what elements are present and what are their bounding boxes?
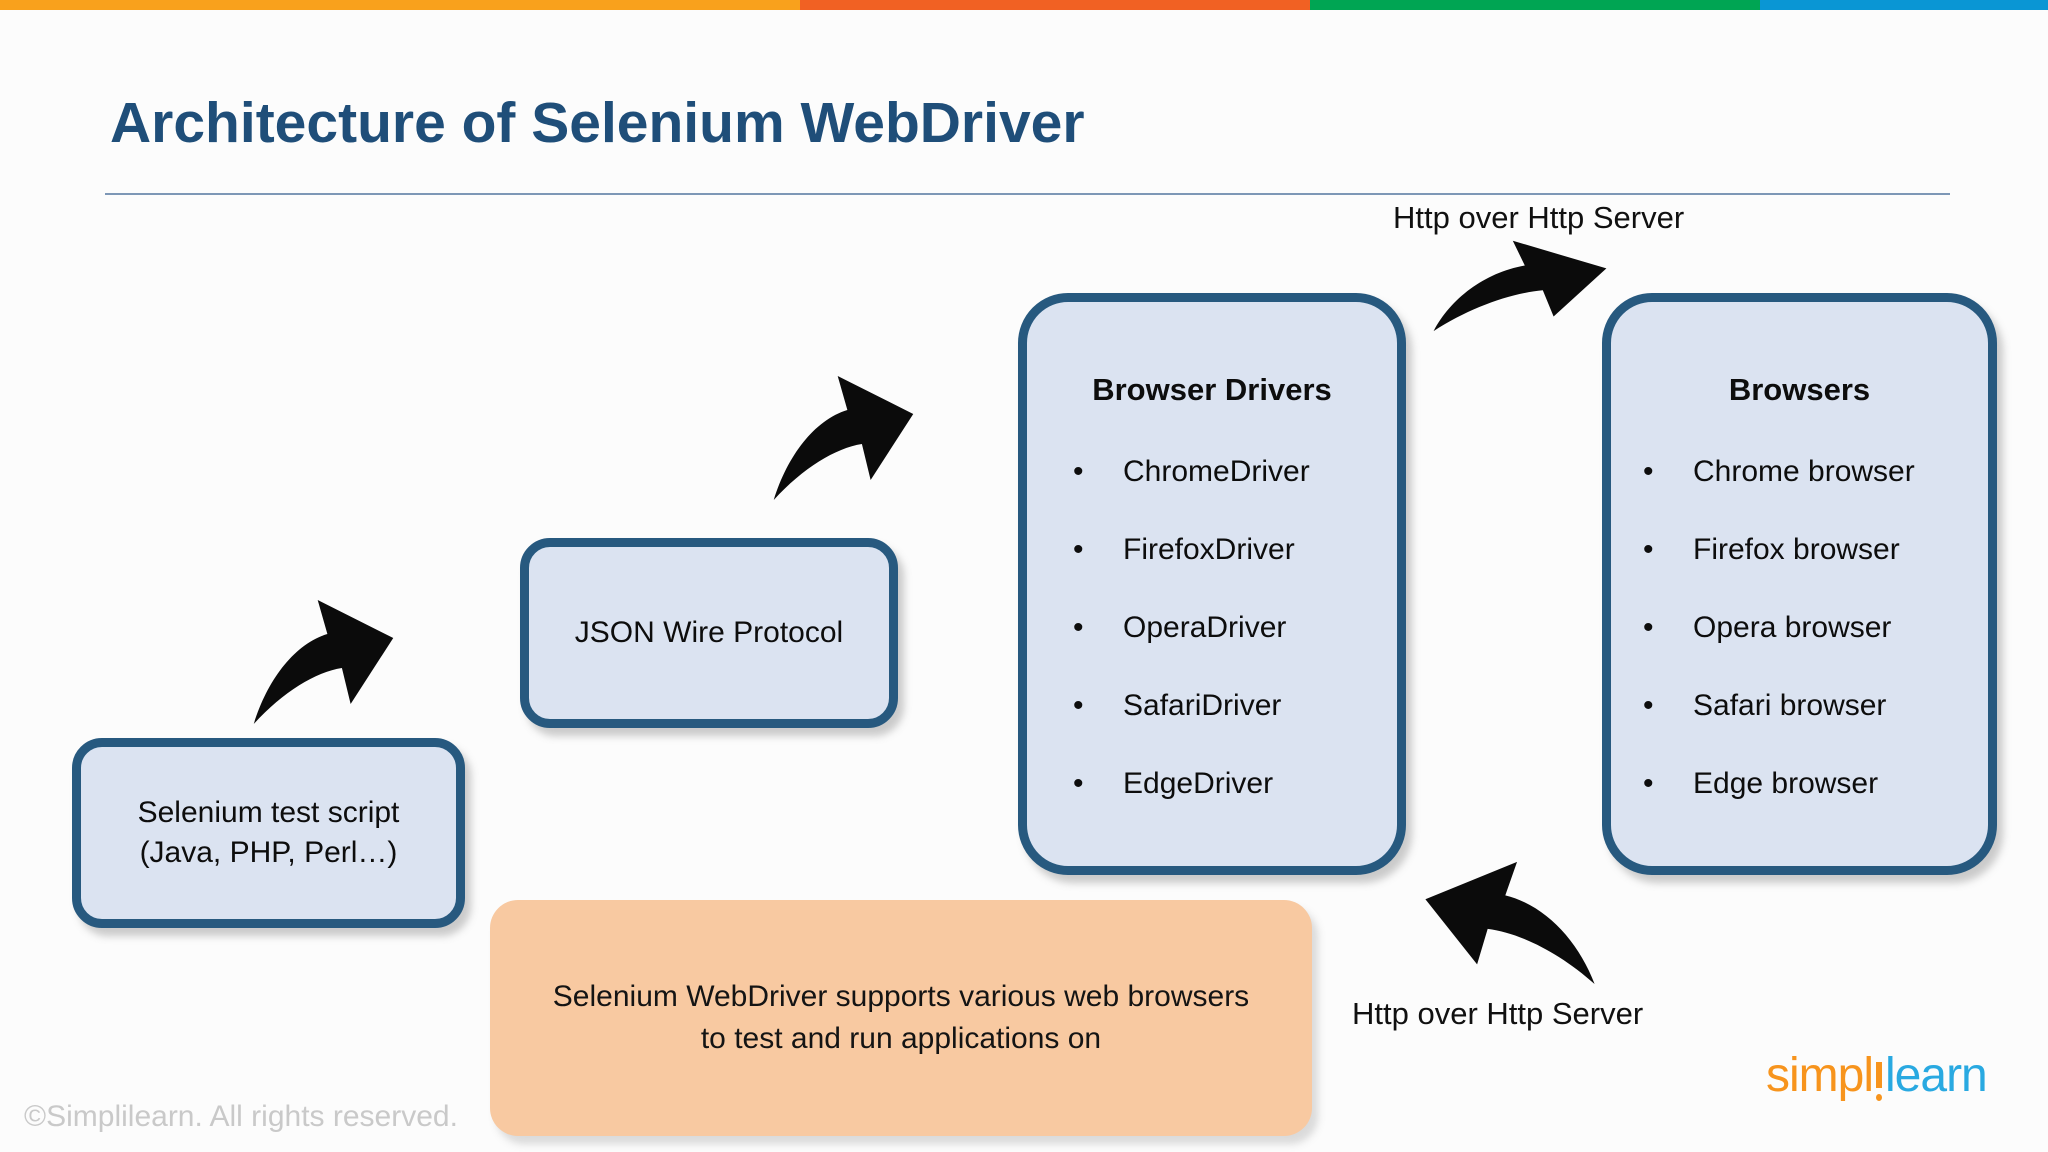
selenium-test-script-box: Selenium test script (Java, PHP, Perl…) — [72, 738, 465, 928]
brand-bar — [0, 0, 2048, 10]
selenium-test-script-label: Selenium test script (Java, PHP, Perl…) — [138, 793, 400, 873]
list-item: • Chrome browser — [1643, 456, 1988, 488]
curved-arrow-icon-script-to-json — [246, 588, 401, 728]
brand-bar-segment-blue — [1760, 0, 2048, 10]
list-item: • FirefoxDriver — [1073, 534, 1397, 566]
list-item-label: Firefox browser — [1693, 533, 1900, 566]
title-divider — [105, 193, 1950, 195]
browser-drivers-title: Browser Drivers — [1092, 372, 1332, 407]
http-over-http-server-label-top: Http over Http Server — [1393, 200, 1685, 235]
list-item-label: Opera browser — [1693, 611, 1892, 644]
list-item: • Opera browser — [1643, 612, 1988, 644]
logo-learn-text: learn — [1885, 1049, 1988, 1102]
browsers-title: Browsers — [1728, 372, 1871, 407]
list-item: • EdgeDriver — [1073, 768, 1397, 800]
json-wire-protocol-box: JSON Wire Protocol — [520, 538, 898, 728]
brand-bar-segment-amber — [0, 0, 800, 10]
browsers-box: Browsers • Chrome browser • Firefox browser… — [1602, 293, 1997, 875]
bullet-icon: • — [1643, 767, 1654, 800]
list-item: • OperaDriver — [1073, 612, 1397, 644]
browsers-list: • Chrome browser • Firefox browser • Opera br… — [1611, 456, 1988, 800]
logo-i-mark-icon — [1873, 1048, 1885, 1106]
curved-arrow-icon-json-to-drivers — [766, 364, 921, 504]
note-box: Selenium WebDriver supports various web … — [490, 900, 1312, 1136]
bullet-icon: • — [1643, 533, 1654, 566]
list-item-label: Safari browser — [1693, 689, 1887, 722]
note-line1: Selenium WebDriver supports various web … — [552, 980, 1250, 1013]
copyright-text: ©Simplilearn. All rights reserved. — [24, 1100, 458, 1133]
list-item-label: Chrome browser — [1693, 455, 1915, 488]
list-item-label: FirefoxDriver — [1123, 533, 1295, 566]
list-item: • Firefox browser — [1643, 534, 1988, 566]
list-item: • Safari browser — [1643, 690, 1988, 722]
list-item: • ChromeDriver — [1073, 456, 1397, 488]
http-over-http-server-label-bottom: Http over Http Server — [1352, 996, 1644, 1031]
logo-simpl-text: simpl — [1766, 1049, 1874, 1102]
list-item: • Edge browser — [1643, 768, 1988, 800]
brand-bar-segment-orange — [800, 0, 1310, 10]
list-item-label: Edge browser — [1693, 767, 1879, 800]
curved-arrow-icon-browsers-to-drivers — [1416, 850, 1604, 988]
note-line2: to test and run applications on — [700, 1022, 1102, 1055]
list-item-label: OperaDriver — [1123, 611, 1287, 644]
list-item: • SafariDriver — [1073, 690, 1397, 722]
simplilearn-logo: simpl learn — [1766, 1048, 1988, 1106]
curved-arrow-icon-drivers-to-browsers — [1424, 232, 1616, 334]
browser-drivers-box: Browser Drivers • ChromeDriver • FirefoxDri… — [1018, 293, 1406, 875]
json-wire-protocol-label: JSON Wire Protocol — [574, 616, 844, 649]
page-title: Architecture of Selenium WebDriver — [110, 91, 1085, 155]
bullet-icon: • — [1643, 455, 1654, 488]
selenium-test-script-line2: (Java, PHP, Perl…) — [139, 836, 398, 869]
selenium-test-script-line1: Selenium test script — [137, 796, 400, 829]
bullet-icon: • — [1643, 689, 1654, 722]
list-item-label: ChromeDriver — [1123, 455, 1310, 488]
bullet-icon: • — [1073, 689, 1084, 722]
note-text: Selenium WebDriver supports various web … — [553, 976, 1249, 1060]
bullet-icon: • — [1643, 611, 1654, 644]
browser-drivers-list: •ChromeDriver•FirefoxDriver•OperaDriver•… — [1027, 456, 1397, 800]
list-item-label: EdgeDriver — [1123, 767, 1274, 800]
brand-bar-segment-green — [1310, 0, 1760, 10]
bullet-icon: • — [1073, 455, 1084, 488]
bullet-icon: • — [1073, 611, 1084, 644]
list-item-label: SafariDriver — [1123, 689, 1282, 722]
bullet-icon: • — [1073, 533, 1084, 566]
bullet-icon: • — [1073, 767, 1084, 800]
